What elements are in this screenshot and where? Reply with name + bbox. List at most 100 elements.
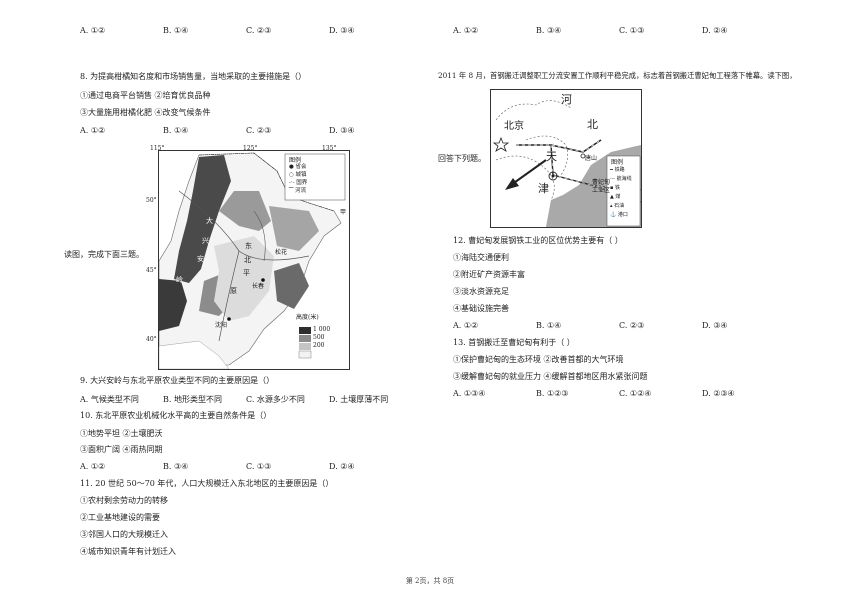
q12-option-c[interactable]: C. ②③ (619, 321, 645, 330)
label-bei: 北 (244, 256, 251, 264)
q12-item-4: ④基础设施完善 (453, 304, 509, 313)
q11-item-2: ②工业基地建设的需要 (80, 513, 160, 522)
intro-line-1: 2011 年 8 月，首钢搬迁调整职工分流安置工作顺利平稳完成，标志着首钢搬迁曹… (438, 71, 797, 80)
shenyang-marker (227, 317, 231, 321)
label-xing: 兴 (202, 237, 209, 245)
map1-legend-town: ○ 城镇 (289, 172, 307, 178)
caofeidian-map-graphic (492, 100, 641, 227)
map1-lat-40: 40° (146, 336, 157, 343)
map2-label-industrial: 工业区 (592, 187, 611, 194)
label-jia: 甲 (340, 209, 347, 216)
map2-legend-port: ⚓ 港口 (610, 212, 628, 218)
changchun-marker (261, 278, 265, 282)
q8-option-c[interactable]: C. ②③ (246, 126, 272, 135)
q10-option-c[interactable]: C. ①③ (246, 462, 272, 471)
q8-item-line-1: ①通过电商平台销售 ②培育优良品种 (80, 91, 211, 100)
q12-option-a[interactable]: A. ①② (453, 321, 479, 330)
label-changchun: 长春 (252, 283, 265, 290)
q7-option-a[interactable]: A. ①② (80, 26, 106, 35)
q8-item-line-2: ③大量施用柑橘化肥 ④改变气候条件 (80, 108, 211, 117)
q12-stem: 12. 曹妃甸发展钢铁工业的区位优势主要有（ ） (453, 236, 623, 245)
q12-option-d[interactable]: D. ③④ (702, 321, 728, 330)
q10-option-a[interactable]: A. ①② (80, 462, 106, 471)
label-da: 大 (206, 217, 213, 225)
map1-lat-45: 45° (146, 267, 157, 274)
q11-stem: 11. 20 世纪 50～70 年代，人口大规模迁入东北地区的主要原因是（） (80, 479, 334, 488)
northeast-china-map-graphic (159, 152, 346, 369)
q10-option-b[interactable]: B. ③④ (163, 462, 189, 471)
map1-legend-border: -·- 国界 (289, 180, 308, 186)
q13-item-line-2: ③缓解曹妃甸的就业压力 ④缓解首都地区用水紧张问题 (453, 372, 648, 381)
map1-caption: 读图，完成下面三题。 (64, 250, 144, 259)
intro-line-2: 回答下列题。 (438, 154, 486, 163)
map2-legend-coal: ▲ 煤 (610, 194, 621, 200)
q7-option-b[interactable]: B. ①④ (163, 26, 189, 35)
q7-option-d[interactable]: D. ③④ (329, 26, 355, 35)
q11-item-1: ①农村剩余劳动力的转移 (80, 496, 168, 505)
elev-legend-title: 高度(米) (296, 314, 319, 321)
q7-option-c[interactable]: C. ②③ (246, 26, 272, 35)
q9-option-b[interactable]: B. 地形类型不同 (163, 395, 222, 404)
q-right-top-option-a[interactable]: A. ①② (453, 26, 479, 35)
q8-option-a[interactable]: A. ①② (80, 126, 106, 135)
q9-option-c[interactable]: C. 水源多少不同 (246, 395, 305, 404)
map2-legend-iron: ▪ 铁 (610, 185, 620, 191)
q12-option-b[interactable]: B. ①④ (536, 321, 562, 330)
map2-label-caofeidian: 曹妃甸 (592, 179, 611, 186)
q8-option-d[interactable]: D. ③④ (329, 126, 355, 135)
q9-stem: 9. 大兴安岭与东北平原农业类型不同的主要原因是（） (80, 376, 275, 385)
q8-stem: 8. 为提高柑橘知名度和市场销售量，当地采取的主要措施是（） (80, 72, 307, 81)
q-right-top-option-c[interactable]: C. ①③ (619, 26, 645, 35)
q11-item-4: ④城市知识青年有计划迁入 (80, 547, 176, 556)
elev-legend-1000: 1 000 (313, 326, 331, 333)
map2-label-bei: 北 (587, 118, 598, 131)
map2-label-tian: 天 (546, 150, 557, 163)
caofeidian-map: 河 北 北京 天 津 唐山 曹妃甸 工业区 图例 ━ 铁路 --- 航海线 ▪ … (490, 89, 642, 228)
q12-item-3: ③淡水资源充足 (453, 287, 509, 296)
q-right-top-option-b[interactable]: B. ③④ (536, 26, 562, 35)
q13-option-d[interactable]: D. ②③④ (702, 389, 735, 398)
map2-legend-title: 图例 (611, 159, 624, 166)
q9-option-d[interactable]: D. 土壤厚薄不同 (329, 395, 389, 404)
map1-lon-115: 115° (150, 145, 165, 152)
map1-lon-135: 135° (322, 145, 337, 152)
q13-option-c[interactable]: C. ①②④ (619, 389, 652, 398)
elev-legend-500: 500 (313, 334, 325, 341)
map1-legend-river: ⁀ 河流 (289, 188, 307, 194)
q10-item-line-1: ①地势平坦 ②土壤肥沃 (80, 429, 163, 438)
map1-lat-50: 50° (146, 197, 157, 204)
map2-label-beijing: 北京 (504, 121, 524, 132)
label-an: 安 (197, 255, 204, 263)
q11-item-3: ③邻国人口的大规模迁入 (80, 530, 168, 539)
map2-legend-oil: ▴ 石油 (610, 203, 625, 209)
q-right-top-option-d[interactable]: D. ②④ (702, 26, 728, 35)
q10-option-d[interactable]: D. ②④ (329, 462, 355, 471)
q8-option-b[interactable]: B. ①④ (163, 126, 189, 135)
map2-legend-railway: ━ 铁路 (610, 167, 625, 173)
q9-option-a[interactable]: A. 气候类型不同 (80, 395, 139, 404)
map1-legend-title: 图例 (289, 157, 302, 164)
page-footer: 第 2页，共 8页 (405, 577, 455, 585)
map1-lon-125: 125° (243, 145, 258, 152)
map1-legend-capital: ● 省会 (289, 164, 307, 170)
q13-option-a[interactable]: A. ①③④ (453, 389, 486, 398)
elev-legend-200: 200 (313, 342, 325, 349)
q10-stem: 10. 东北平原农业机械化水平高的主要自然条件是（） (80, 411, 272, 420)
label-songhua: 松花 (275, 249, 288, 256)
label-dong: 东 (245, 242, 252, 250)
label-ping: 平 (243, 269, 250, 277)
label-ling: 岭 (176, 276, 183, 284)
q13-item-line-1: ①保护曹妃甸的生态环境 ②改善首都的大气环境 (453, 355, 624, 364)
q13-option-b[interactable]: B. ①②③ (536, 389, 569, 398)
map2-label-tangshan: 唐山 (585, 155, 598, 162)
q12-item-2: ②附近矿产资源丰富 (453, 270, 525, 279)
label-yuan: 原 (230, 287, 237, 295)
q13-stem: 13. 首钢搬迁至曹妃甸有利于（ ） (453, 338, 575, 347)
northeast-china-map: 图例 ● 省会 ○ 城镇 -·- 国界 ⁀ 河流 大 兴 安 岭 东 北 平 原… (158, 150, 350, 370)
map2-label-jin: 津 (538, 182, 549, 195)
map2-legend-shipping: --- 航海线 (610, 176, 632, 182)
map2-label-he: 河 (561, 93, 572, 106)
q12-item-1: ①海陆交通便利 (453, 253, 509, 262)
label-shenyang: 沈阳 (215, 322, 228, 329)
